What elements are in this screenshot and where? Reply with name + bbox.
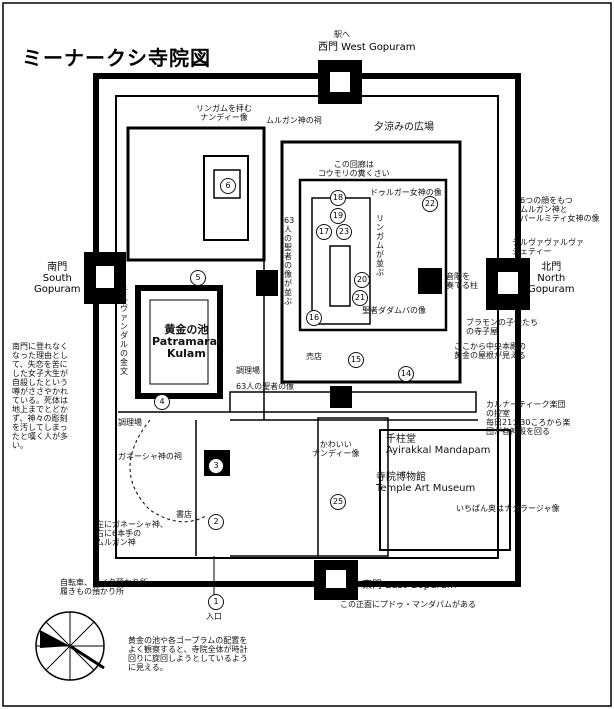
south-gopuram: [84, 252, 126, 304]
label-compass-note: 黄金の池や各ゴープラムの配置を よく観察すると、寺院全体が時計 回りに旋回しよう…: [128, 636, 248, 672]
marker-4: 4: [154, 394, 170, 410]
label-nataraja: いちばん奥はナタラージャ像: [456, 504, 560, 513]
label-63-saints: 63人の聖者の像が並ぶ: [284, 216, 295, 306]
inner-compound: [115, 95, 499, 559]
label-lingam-row: リンガムが並ぶ: [376, 214, 384, 277]
label-bookstore: 書店: [176, 510, 192, 519]
label-gandhi-relief: ブラモンの子供たち の寺子屋: [466, 318, 538, 336]
marker-16: 16: [306, 310, 322, 326]
label-golden-lotus: 黄金の池 Patramarai Kulam: [152, 323, 221, 360]
label-murugan-shrine: ムルガン神の祠: [266, 116, 322, 125]
marker-6: 6: [220, 178, 236, 194]
east-gopuram: [314, 560, 358, 600]
label-museum: 寺院博物館 Temple Art Museum: [376, 472, 476, 494]
inner-sanctum: [298, 178, 448, 332]
label-gold-roof: ここから中央本殿の 黄金の屋根が見える: [454, 342, 526, 360]
label-south-explain: 南門に登れなく なった理由とし て、失恋を苦に した女子大生が 自殺したという …: [12, 342, 68, 450]
walking-route: [129, 419, 207, 523]
label-durga: ドゥルガー女神の像: [370, 188, 442, 197]
map-title: ミーナークシ寺院図: [22, 46, 211, 70]
west-gopuram: [318, 60, 362, 104]
marker-19: 19: [330, 208, 346, 224]
label-dakshinamurti: 聖者ダダムバの像: [362, 306, 426, 315]
label-cute-nandi: かわいい ナンディー像: [312, 440, 360, 458]
marker-22: 22: [422, 196, 438, 212]
golden-lotus-tank: [135, 285, 223, 399]
label-thousand-pillar: 千柱堂 Ayirakkal Mandapam: [386, 434, 491, 456]
label-murugan-parvati: 6つの顔をもつ ムルガン神と パールミティ女神の像: [520, 196, 600, 223]
label-carnatic: カルナーティーク楽団 の控室 毎日21：30ころから楽 団が各神殿を回る: [486, 400, 571, 436]
marker-14: 14: [398, 366, 414, 382]
marker-18: 18: [330, 190, 346, 206]
gate-label-west: 西門 West Gopuram: [318, 42, 416, 53]
marker-21: 21: [352, 290, 368, 306]
label-shop: 売店: [306, 352, 322, 361]
marker-15: 15: [348, 352, 364, 368]
marker-25: 25: [330, 494, 346, 510]
label-kitchen-left: 調理場: [118, 418, 142, 427]
thousand-pillar-hall: [379, 429, 511, 551]
inner-gopuram-south: [256, 270, 278, 296]
inner-gopuram-east: [330, 386, 352, 408]
label-saints-statues: 63人の聖者の像: [236, 382, 295, 391]
label-fee-office: 調理場: [236, 366, 260, 375]
label-music-pillars: 音階を 奏でる柱: [446, 272, 478, 290]
gate-note-east: この正面にプドゥ・マンダパムがある: [340, 600, 476, 609]
label-ganesha-murugan: 左にガネーシャ神、 右に6本手の ムルガン神: [96, 520, 168, 547]
marker-2: 2: [208, 514, 224, 530]
label-evening-square: 夕涼みの広場: [374, 122, 434, 133]
marker-17: 17: [316, 224, 332, 240]
marker-23: 23: [336, 224, 352, 240]
marker-3: 3: [208, 458, 224, 474]
compass-icon: [35, 611, 105, 681]
outer-wall: [93, 73, 521, 587]
label-ganesha-shrine: ガネーシャ神の祠: [118, 452, 182, 461]
gate-note-west: 駅へ: [334, 30, 350, 39]
label-bats: この回廊は コウモリの糞くさい: [318, 160, 390, 178]
label-lotus-side: テルヴァンダルの金文: [120, 286, 128, 376]
shrine-enclosure-west: [126, 126, 266, 262]
shrine-6-building: [203, 155, 249, 241]
marker-1: 1: [208, 594, 224, 610]
north-gopuram: [486, 258, 530, 310]
marker-20: 20: [354, 272, 370, 288]
label-lingam-nandi: リンガムを拝む ナンディー像: [196, 104, 252, 122]
gate-label-east: 東門 East Gopuram: [362, 580, 457, 591]
gate-label-south: 南門 South Gopuram: [34, 262, 81, 295]
label-entrance: 入口: [206, 612, 222, 621]
gate-label-north: 北門 North Gopuram: [528, 262, 575, 295]
label-bike-parking: 自転車、バイク預かり所 履きもの預かり所: [60, 578, 148, 596]
marker-5: 5: [190, 270, 206, 286]
label-terppavai: テルヴァヴァルヴァ ジェティー: [512, 238, 584, 256]
inner-gopuram-north: [418, 268, 442, 294]
main-sanctum-enclosure: [280, 140, 462, 384]
